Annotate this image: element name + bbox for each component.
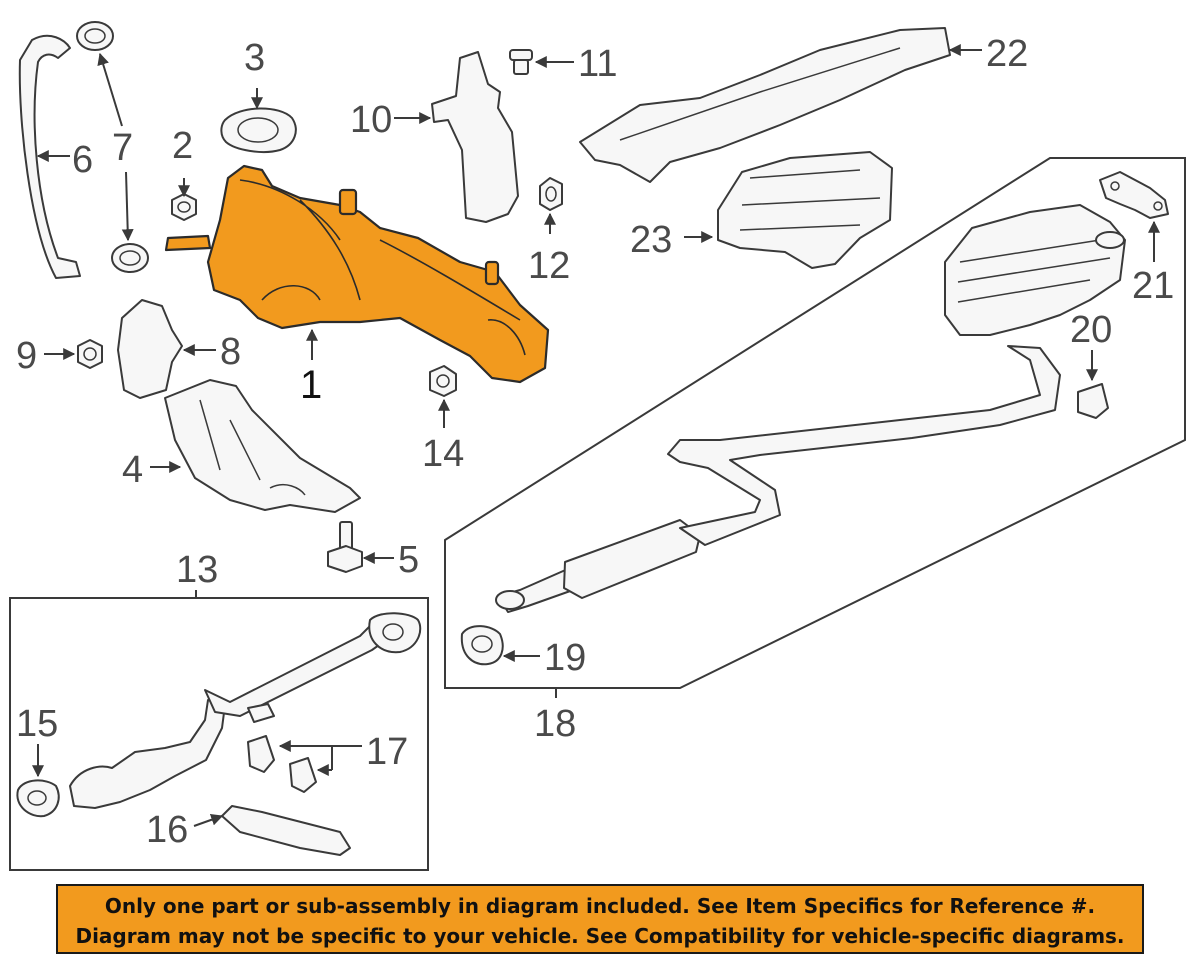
callout-16: 16 [146,809,188,851]
callout-11: 11 [578,43,617,85]
callout-5: 5 [398,539,419,581]
callout-9: 9 [16,335,37,377]
callout-12: 12 [528,245,570,287]
part-18-muffler-pipe [495,204,1126,613]
part-4-heat-shield [164,379,361,513]
part-7-clamp-lower [111,243,149,273]
callout-6: 6 [72,139,93,181]
callout-8: 8 [220,331,241,373]
notice-line-2: Diagram may not be specific to your vehi… [75,924,1125,948]
part-8-sensor [117,299,183,399]
part-19-gasket [460,625,504,666]
part-2-nut [171,193,197,221]
part-15-gasket [16,779,60,818]
part-16-heat-shield [221,805,351,856]
notice-banner: Only one part or sub-assembly in diagram… [56,884,1144,954]
callout-20: 20 [1070,309,1112,351]
notice-line-1: Only one part or sub-assembly in diagram… [104,894,1096,918]
callout-7: 7 [112,127,133,169]
part-14-nut [429,365,457,397]
part-17-insulators [247,735,317,793]
callout-15: 15 [16,703,58,745]
part-1-catalytic-converter [164,164,550,384]
part-22-heat-shield [579,27,951,183]
part-3-gasket [220,107,297,153]
callout-23: 23 [630,219,672,261]
callout-10: 10 [350,99,392,141]
rear-exhaust-group-frame [444,157,1186,689]
part-12-nut [539,177,563,211]
part-7-clamp-upper [76,21,114,51]
part-11-bolt [509,49,533,75]
part-6-hose [18,34,81,279]
part-23-heat-shield [717,151,893,269]
callout-14: 14 [422,433,464,475]
part-20-insulator [1077,383,1109,419]
callout-22: 22 [986,33,1028,75]
part-10-bracket [431,51,519,223]
callout-3: 3 [244,37,265,79]
callout-19: 19 [544,637,586,679]
callout-4: 4 [122,449,143,491]
callout-17: 17 [366,731,408,773]
callout-21: 21 [1132,265,1174,307]
part-13-front-pipe [69,612,422,809]
part-21-hanger-bracket [1099,171,1169,219]
callout-18: 18 [534,703,576,745]
callout-2: 2 [172,125,193,167]
part-5-bolt [327,521,363,573]
callout-1: 1 [300,363,322,407]
part-9-nut [77,339,103,369]
callout-13: 13 [176,549,218,591]
exhaust-parts-diagram: 1 2 3 4 5 6 7 8 9 10 11 12 13 14 15 16 1… [9,21,1186,871]
front-pipe-group-frame [9,597,429,871]
